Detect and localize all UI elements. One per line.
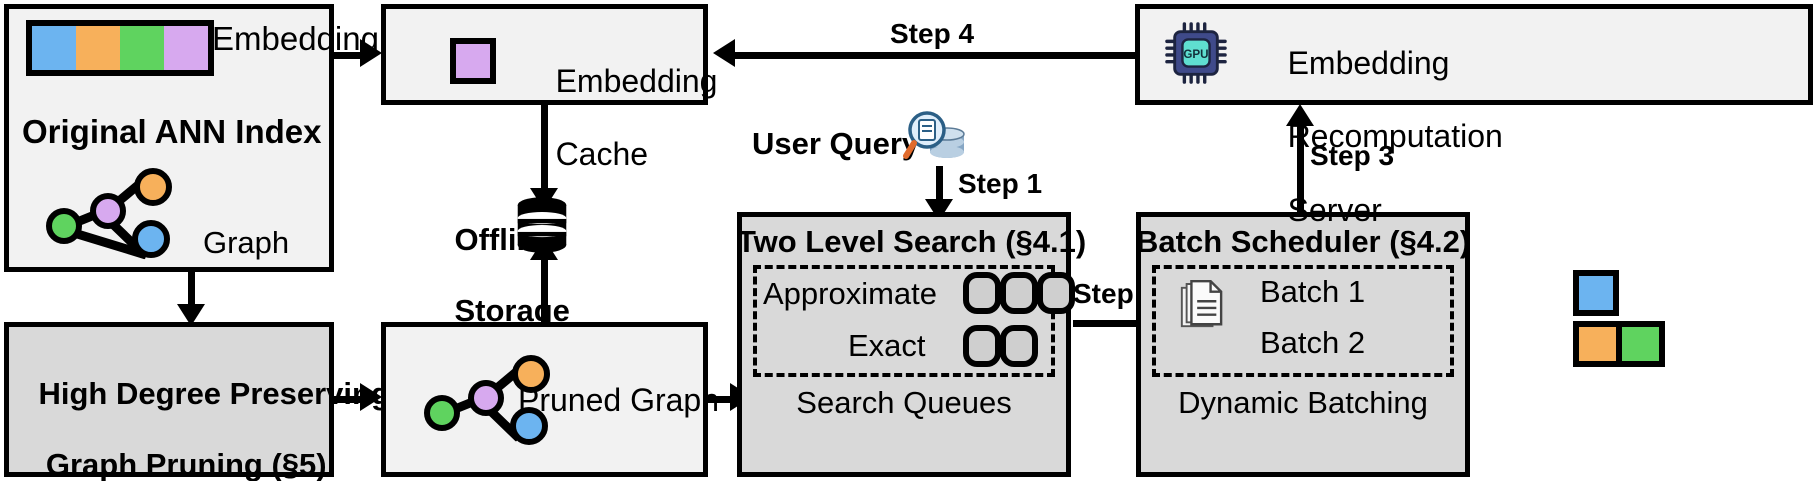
graph-pruning-box (4, 322, 334, 477)
approximate-queue-slot-1 (963, 272, 1001, 314)
pruned-node-purple (468, 380, 504, 416)
arrow-cache-to-storage-line (541, 105, 548, 193)
embedding-cache-box (381, 4, 708, 105)
database-cylinder-icon (517, 197, 567, 253)
batch-2-label: Batch 2 (1260, 325, 1366, 360)
dynamic-batching-caption: Dynamic Batching (1178, 385, 1428, 420)
arrow-pruned-to-search-line (708, 396, 734, 403)
exact-row-label: Exact (848, 328, 926, 363)
graph-node-purple (90, 193, 126, 229)
embedding-chip-strip (26, 20, 214, 76)
graph-label: Graph (203, 225, 290, 260)
pruned-graph-illustration (418, 355, 550, 445)
approximate-row-label: Approximate (763, 276, 938, 311)
batch-1-square-blue (1573, 270, 1619, 316)
gpu-chip-icon: GPU (1165, 22, 1227, 84)
query-magnifier-database-icon (903, 111, 965, 159)
arrow-pruned-to-storage-line (541, 255, 548, 322)
arrow-pruning-to-pruned-head (360, 383, 382, 411)
embedding-chip-blue (32, 26, 76, 70)
graph-node-blue (132, 220, 170, 258)
user-query-label: User Query (752, 126, 920, 161)
step3-arrow-head (1286, 104, 1314, 126)
graph-node-green (46, 208, 82, 244)
recomputation-server-box (1135, 4, 1813, 105)
step1-label: Step 1 (958, 168, 1043, 199)
step2-label: Step 2 (1073, 278, 1158, 309)
batch-scheduler-title: Batch Scheduler (§4.2) (1136, 224, 1471, 259)
batch-2-square-green (1619, 321, 1665, 367)
recomputation-server-title: Embedding Recomputation Server (1252, 8, 1503, 266)
recomputation-server-line3: Server (1287, 191, 1382, 228)
graph-pruning-line1: High Degree Preserving (38, 375, 390, 411)
embedding-chip-green (120, 26, 164, 70)
step4-arrow-head (713, 39, 735, 67)
dynamic-batching-dashed-region (1152, 265, 1454, 377)
arrow-index-to-pruning-head (177, 304, 205, 326)
arrow-index-to-pruning-line (188, 272, 195, 308)
batch-2-square-orange (1573, 321, 1619, 367)
gpu-chip-text: GPU (1183, 48, 1208, 61)
step3-label: Step 3 (1310, 140, 1395, 171)
arrow-index-to-cache-head (360, 39, 382, 67)
search-queues-caption: Search Queues (796, 385, 1012, 420)
arrow-index-to-cache-line (334, 52, 364, 59)
approximate-queue-slot-3 (1037, 272, 1075, 314)
original-ann-index-title: Original ANN Index (22, 113, 322, 150)
search-queues-dashed-region (753, 265, 1055, 377)
step4-arrow-line (735, 52, 1135, 59)
pruned-node-blue (510, 407, 548, 445)
step4-label: Step 4 (890, 18, 975, 49)
documents-stack-icon (1180, 280, 1223, 328)
recomputation-server-line2: Recomputation (1287, 118, 1503, 155)
pruned-graph-label: Pruned Graph (518, 382, 720, 418)
graph-pruning-title: High Degree Preserving Graph Pruning (§5… (4, 340, 389, 481)
embedding-cache-line1: Embedding (555, 62, 718, 99)
embedding-cache-icon (450, 38, 496, 84)
embedding-cache-title: Embedding Cache (520, 26, 718, 210)
embedding-label: Embedding (212, 20, 379, 57)
two-level-search-title: Two Level Search (§4.1) (737, 224, 1087, 259)
step3-arrow-line (1297, 120, 1304, 212)
recomputation-server-line1: Embedding (1287, 44, 1450, 81)
embedding-chip-orange (76, 26, 120, 70)
exact-queue-slot-1 (963, 325, 1001, 367)
pruned-node-orange (512, 355, 550, 393)
graph-node-orange (134, 168, 172, 206)
graph-pruning-line2: Graph Pruning (§5) (45, 446, 327, 481)
approximate-queue-slot-2 (1000, 272, 1038, 314)
arrow-pruning-to-pruned-line (334, 396, 364, 403)
embedding-cache-line2: Cache (555, 136, 649, 173)
step1-arrow-line (936, 166, 943, 204)
batch-scheduler-box (1136, 212, 1470, 477)
step2-arrow-line (1073, 320, 1153, 327)
original-graph-illustration (40, 168, 172, 260)
embedding-chip-purple (164, 26, 208, 70)
pruned-node-green (424, 395, 460, 431)
batch-1-label: Batch 1 (1260, 274, 1366, 309)
exact-queue-slot-2 (1000, 325, 1038, 367)
